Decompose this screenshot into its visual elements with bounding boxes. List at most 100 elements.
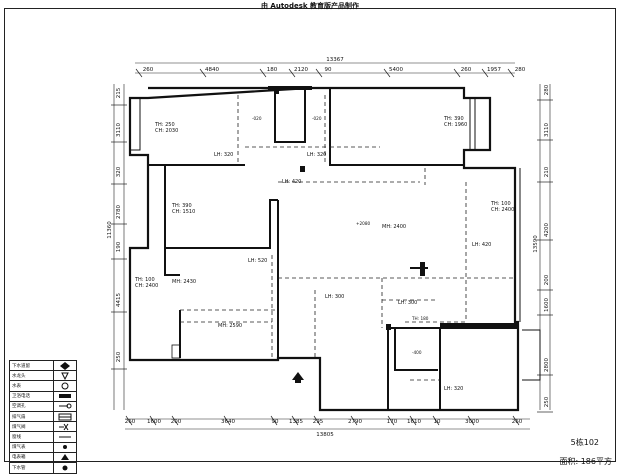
beam-lines — [180, 95, 515, 381]
dim-top-label: 4840 — [205, 67, 219, 73]
legend-row: 煤气表 — [10, 442, 76, 453]
dim-left-total: 11360 — [107, 221, 113, 239]
legend-row: 空调孔 — [10, 401, 76, 412]
dim-left-label: 2780 — [116, 205, 122, 219]
legend-label: 水表 — [10, 381, 54, 391]
dim-top-label: 2120 — [294, 67, 308, 73]
level-mark: -400 — [412, 350, 422, 355]
exhaust-fan-icon — [54, 412, 76, 421]
dimension-tick — [432, 415, 440, 426]
dim-bottom-label: 3640 — [221, 419, 235, 425]
dimension-tick — [270, 415, 278, 426]
legend-label: 电表箱 — [10, 452, 54, 462]
dim-left-label: 320 — [116, 166, 122, 177]
dimension-tick — [125, 415, 133, 426]
sheet-header: 由 Autodesk 教育版产品制作 — [260, 2, 359, 10]
dimension-tick — [149, 415, 157, 426]
dim-bottom-label: 260 — [512, 419, 523, 425]
dim-left-label: 3110 — [116, 123, 122, 137]
dimension-tick — [383, 68, 391, 78]
dim-top-label: 5400 — [389, 67, 403, 73]
dim-bottom-label: 260 — [125, 419, 136, 425]
exterior-walls — [128, 86, 520, 412]
level-mark: TH: 180 — [411, 316, 429, 321]
beam-label: LH: 320 — [307, 152, 326, 158]
legend-row: 水龙头 — [10, 371, 76, 382]
legend-label: 煤气表 — [10, 442, 54, 452]
legend-label: 煤气阀 — [10, 422, 54, 432]
dim-bottom-label: 1600 — [147, 419, 161, 425]
beam-label: LH: 420 — [282, 179, 301, 185]
level-mark: -020 — [312, 116, 322, 121]
dim-left-label: 215 — [116, 87, 122, 98]
block-id: 5栋102 — [570, 438, 599, 447]
dim-bottom-label: 170 — [387, 419, 398, 425]
dim-left-label: 190 — [116, 241, 122, 252]
dim-bottom-label: 2790 — [348, 419, 362, 425]
beam-label: LH: 320 — [214, 152, 233, 158]
beam-label: LH: 300 — [398, 300, 417, 306]
dim-bottom-label: 295 — [313, 419, 324, 425]
dim-top-label: 180 — [267, 67, 278, 73]
legend-row: 窗线 — [10, 432, 76, 443]
dimension-tick — [199, 68, 207, 78]
dimension-tick — [288, 68, 296, 78]
legend-label: 窗线 — [10, 432, 54, 442]
dim-bottom-label: 10 — [434, 419, 441, 425]
sheet-border — [4, 8, 616, 462]
dim-right-label: 200 — [544, 274, 550, 285]
area-label: 面积: 186平方 — [559, 457, 612, 466]
dim-top-label: 280 — [515, 67, 526, 73]
dim-right-label: 3110 — [544, 123, 550, 137]
level-mark: -020 — [252, 116, 262, 121]
beam-label: LH: 320 — [444, 386, 463, 392]
legend-label: 空调孔 — [10, 401, 54, 411]
dim-right-label: 250 — [544, 396, 550, 407]
gas-valve-icon — [54, 422, 76, 431]
legend-label: 排气扇 — [10, 411, 54, 422]
legend-row: 卫浴电话 — [10, 391, 76, 402]
dim-right-label: 210 — [544, 166, 550, 177]
entrance-icon — [292, 372, 304, 383]
dim-bottom-total: 13805 — [316, 432, 334, 438]
room-label: MH: 2430 — [172, 279, 196, 285]
faucet-icon — [54, 371, 76, 380]
legend-row: 下水管 — [10, 462, 76, 474]
legend-label: 卫浴电话 — [10, 391, 54, 401]
gas-meter-icon — [54, 443, 76, 452]
dimension-tick — [315, 68, 323, 78]
dim-top-label: 260 — [461, 67, 472, 73]
beam-label: LH: 300 — [325, 294, 344, 300]
dim-bottom-label: 3000 — [465, 419, 479, 425]
dimension-tick — [453, 68, 461, 78]
legend-row: 煤气阀 — [10, 422, 76, 433]
water-meter-icon — [54, 381, 76, 390]
dim-left-label: 250 — [116, 351, 122, 362]
dimension-tick — [171, 415, 179, 426]
legend-table: 下水道留水龙头水表卫浴电话空调孔排气扇煤气阀窗线煤气表电表箱下水管 — [9, 360, 77, 474]
dim-right-label: 4200 — [544, 223, 550, 237]
window-line-icon — [54, 432, 76, 441]
drain-pipe-icon — [54, 463, 76, 473]
dim-bottom-label: 1385 — [289, 419, 303, 425]
level-mark: +2080 — [356, 221, 371, 226]
dimension-tick — [387, 415, 395, 426]
dimension-tick — [507, 68, 515, 78]
dimension-tick — [291, 415, 299, 426]
legend-row: 水表 — [10, 381, 76, 392]
dim-top-label: 1957 — [487, 67, 501, 73]
dimension-tick — [467, 415, 475, 426]
dim-right-label: 280 — [544, 84, 550, 95]
fixture-marks — [268, 86, 518, 330]
dim-bottom-label: 1610 — [407, 419, 421, 425]
legend-row: 电表箱 — [10, 452, 76, 463]
dim-top-label: 260 — [143, 67, 154, 73]
dim-top-total: 13367 — [326, 57, 344, 63]
dimension-tick — [259, 68, 267, 78]
dimension-tick — [409, 415, 417, 426]
